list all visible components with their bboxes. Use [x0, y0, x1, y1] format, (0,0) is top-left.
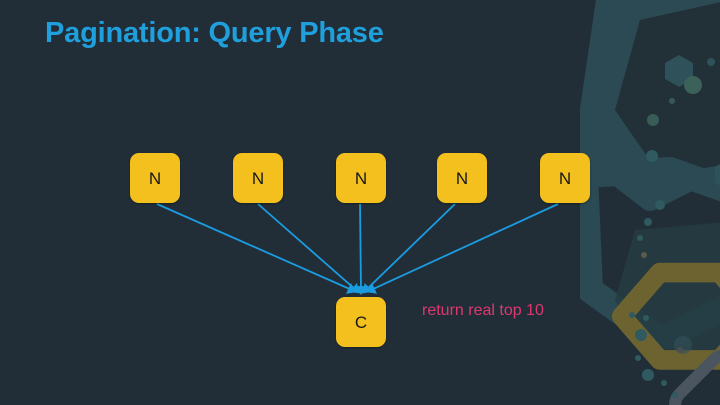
edge-n5-to-c: [366, 203, 559, 294]
edge-group: [156, 203, 559, 296]
shard-node-3: N: [336, 153, 386, 203]
shard-node-3-label: N: [354, 168, 368, 188]
edge-n2-to-c: [257, 203, 360, 294]
edge-n1-to-c: [156, 203, 357, 294]
shard-node-1-label: N: [148, 168, 162, 188]
shard-node-4-label: N: [455, 168, 469, 188]
shard-node-1: N: [130, 153, 180, 203]
edge-n3-to-c: [355, 203, 367, 296]
page-title: Pagination: Query Phase: [45, 17, 384, 49]
edge-n4-to-c: [362, 203, 456, 294]
shard-node-2-label: N: [251, 168, 265, 188]
annotation-return-real-top-10: return real top 10: [422, 302, 544, 319]
shard-node-5-label: N: [558, 168, 572, 188]
shard-node-4: N: [437, 153, 487, 203]
coordinator-node: C: [336, 297, 386, 347]
coordinator-node-label: C: [354, 312, 368, 332]
shard-node-5: N: [540, 153, 590, 203]
shard-node-2: N: [233, 153, 283, 203]
